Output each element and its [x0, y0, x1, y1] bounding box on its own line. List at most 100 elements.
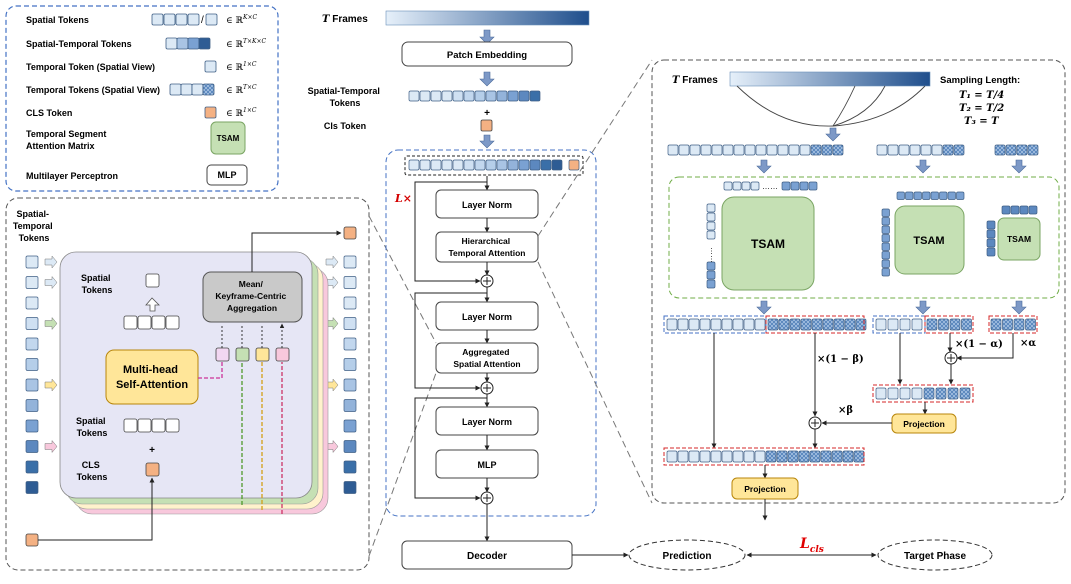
tsam-large-left-token	[706, 270, 716, 280]
center-st-token	[507, 90, 519, 102]
t3-seq-token	[733, 144, 745, 156]
input-st-token	[25, 378, 39, 392]
residual-2	[414, 292, 487, 391]
mlp-text: MLP	[478, 460, 497, 470]
tsam-large-left-token	[706, 230, 716, 240]
tsam-small-top-token	[1019, 205, 1029, 215]
tsam-large-box	[721, 196, 815, 291]
center-t-frames-bar	[385, 10, 590, 26]
output-st-token	[343, 460, 357, 474]
tsam-group-border	[668, 176, 1060, 299]
encoder-st-token	[529, 159, 541, 171]
aggregation-output-path	[251, 230, 342, 272]
final-token	[677, 450, 689, 463]
final-token	[842, 450, 854, 463]
output-arrow	[325, 255, 339, 269]
left-plus: +	[149, 445, 155, 456]
mul-alpha-label: ×α	[1020, 338, 1036, 349]
fused-token	[887, 387, 899, 400]
t1-seq-token	[1027, 144, 1039, 156]
aggregated-token	[145, 273, 160, 288]
tsam-medium-top-token	[905, 191, 914, 200]
fused-token	[935, 387, 947, 400]
t3-seq-token	[722, 144, 734, 156]
output-st-token	[343, 255, 357, 269]
tsam-small-top-token	[1028, 205, 1038, 215]
legend-label-temporal-token: Temporal Token (Spatial View)	[26, 62, 155, 72]
legend-label-cls-token: CLS Token	[26, 108, 72, 118]
output-st-token	[343, 276, 357, 289]
tsam-medium-left-token	[881, 242, 890, 251]
spatial-tokens-top-label: Spatial Tokens	[81, 273, 113, 295]
tsam-medium-top-token	[956, 191, 965, 200]
prediction-text: Prediction	[663, 551, 712, 562]
encoder-st-token	[474, 159, 486, 171]
center-t-frames-label: T Frames	[322, 14, 368, 25]
legend-spatial-tokens-swatch: /	[151, 13, 218, 26]
split-t2-hatched-token	[938, 318, 949, 331]
tsam-large-top-token	[808, 181, 818, 191]
input-arrow	[44, 255, 58, 269]
aggregation-text: Mean/ Keyframe-Centric Aggregation	[215, 279, 288, 313]
tsam-small-text: TSAM	[1007, 234, 1031, 244]
tsam-medium-left-token	[881, 268, 890, 277]
encoder-st-token	[408, 159, 420, 171]
legend-panel: Spatial Tokens / ∈ ℝK×C Spatial-Temporal…	[5, 5, 279, 192]
legend-label-temporal-tokens: Temporal Tokens (Spatial View)	[26, 85, 160, 95]
output-st-token	[343, 317, 357, 330]
left-cls-token	[145, 462, 160, 477]
sampling-length-title: Sampling Length:	[940, 75, 1020, 86]
patch-embedding-box	[401, 41, 573, 67]
t3-seq-token	[711, 144, 723, 156]
center-st-token	[408, 90, 420, 102]
split-t3-token	[688, 318, 700, 331]
input-st-token	[25, 440, 39, 453]
aggregation-input-tokens	[215, 347, 290, 362]
t3-to-add	[956, 333, 1014, 361]
left-input-arrows	[44, 255, 58, 454]
input-st-token	[25, 460, 39, 474]
center-st-token	[452, 90, 464, 102]
split-t3-hatched-token	[833, 318, 845, 331]
hierarchical-temporal-attention-detail: T Frames Sampling Length: T₁ = T/4 T₂ = …	[651, 59, 1066, 521]
tsam-large-left-token	[706, 221, 716, 231]
tokens-to-aggregation-arrows	[221, 324, 282, 348]
split-t3-hatched-token	[844, 318, 856, 331]
legend-label-st-tokens: Spatial-Temporal Tokens	[26, 39, 132, 49]
encoder-input-token-frame	[404, 155, 584, 176]
legend-tsam-text: TSAM	[217, 134, 240, 143]
layer-norm-3-text: Layer Norm	[462, 417, 512, 427]
t3-seq-token	[799, 144, 811, 156]
aggregated-spatial-attention-detail: Spatial- Temporal Tokens Spatial Tokens …	[5, 197, 370, 571]
t2-seq-token	[920, 144, 932, 156]
tsam-large-left-token	[706, 279, 716, 289]
legend-label-tsam: Temporal Segment Attention Matrix	[26, 129, 109, 151]
projection-1-text: Projection	[903, 419, 945, 429]
final-token	[688, 450, 700, 463]
spatial-tokens-bottom-row	[123, 418, 180, 433]
t3-seq-token	[777, 144, 789, 156]
split-t3-hatched-token	[800, 318, 812, 331]
final-token	[798, 450, 810, 463]
up-hollow-arrow	[145, 297, 160, 312]
legend-label-mlp: Multilayer Perceptron	[26, 171, 118, 181]
split-t2-hatched-token	[926, 318, 938, 331]
tsam-down-arrows	[756, 300, 1027, 315]
tsam-medium-text: TSAM	[913, 235, 944, 247]
target-phase-text: Target Phase	[904, 551, 966, 562]
tsam-large-left-token	[706, 212, 716, 222]
split-t3-token	[677, 318, 689, 331]
legend-temporal-token-swatch	[204, 60, 217, 73]
tsam-medium-left-token	[881, 234, 890, 243]
tsam-side-tokens	[706, 181, 1038, 289]
tsam-small-left-token	[986, 247, 996, 257]
final-row-frame	[663, 447, 865, 466]
center-st-token	[529, 90, 541, 102]
tsam-dots-top: ……	[762, 182, 778, 191]
residual-1	[414, 181, 487, 284]
input-st-token	[25, 296, 39, 310]
tsam-medium-box	[894, 205, 965, 275]
spatial-tokens-bottom-label: Spatial Tokens	[76, 416, 108, 438]
output-st-token	[343, 419, 357, 433]
t3-seq-token	[667, 144, 679, 156]
